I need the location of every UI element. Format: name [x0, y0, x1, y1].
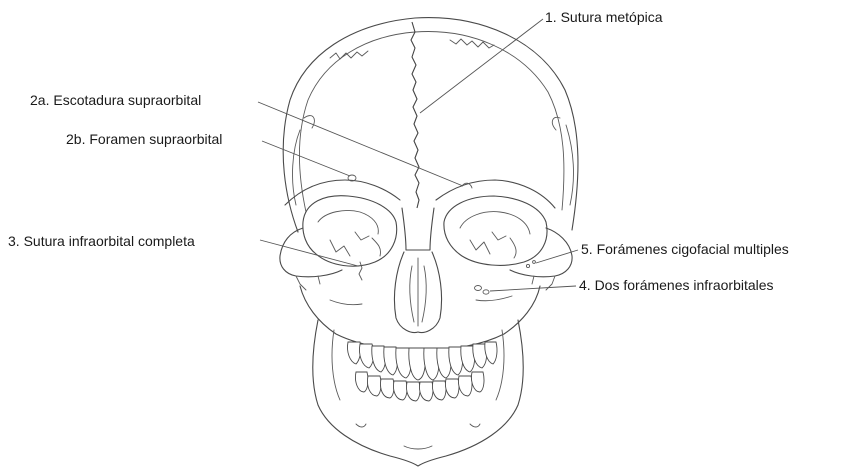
orbit-right: [444, 196, 547, 265]
infraorbital-foramen-2: [483, 290, 489, 294]
nasal-septum: [410, 258, 426, 326]
mental-foramen-left: [356, 424, 366, 427]
cranium-inner-contour: [300, 32, 564, 212]
label-foramenes-infraorbitales: 4. Dos forámenes infraorbitales: [579, 277, 774, 293]
coronal-texture-right: [450, 39, 494, 48]
metopic-suture: [411, 22, 419, 208]
cranium-outline: [283, 18, 578, 232]
leader-line-3: [260, 240, 358, 266]
nasal-bones: [402, 208, 434, 250]
brow-ridge-right: [436, 180, 555, 208]
label-escotadura-supraorbital: 2a. Escotadura supraorbital: [30, 92, 201, 108]
mental-foramen-right: [470, 424, 480, 427]
zygomaticofacial-foramen-2: [533, 261, 536, 264]
infraorbital-suture: [359, 262, 362, 280]
label-foramenes-cigofacial: 5. Forámenes cigofacial multiples: [581, 241, 789, 257]
leader-line-1: [420, 19, 543, 113]
label-foramen-supraorbital: 2b. Foramen supraorbital: [66, 131, 222, 147]
zygomatic-left-suture: [296, 276, 320, 290]
label-sutura-metopica: 1. Sutura metópica: [545, 9, 663, 25]
orbit-left-inner: [318, 210, 381, 256]
zygomaticofacial-foramen-1: [526, 264, 529, 267]
orbit-right-inner: [460, 212, 530, 258]
infraorbital-foramen-1: [475, 286, 482, 291]
maxilla: [300, 286, 540, 350]
leader-line-2b: [262, 141, 350, 176]
zygomatic-right: [510, 228, 572, 277]
leader-line-2a: [258, 102, 463, 186]
zygomatic-left: [280, 228, 342, 277]
maxilla-sutures: [330, 296, 512, 305]
mental-protuberance: [404, 446, 432, 449]
label-sutura-infraorbital: 3. Sutura infraorbital completa: [8, 233, 195, 249]
leader-line-4: [490, 286, 576, 291]
